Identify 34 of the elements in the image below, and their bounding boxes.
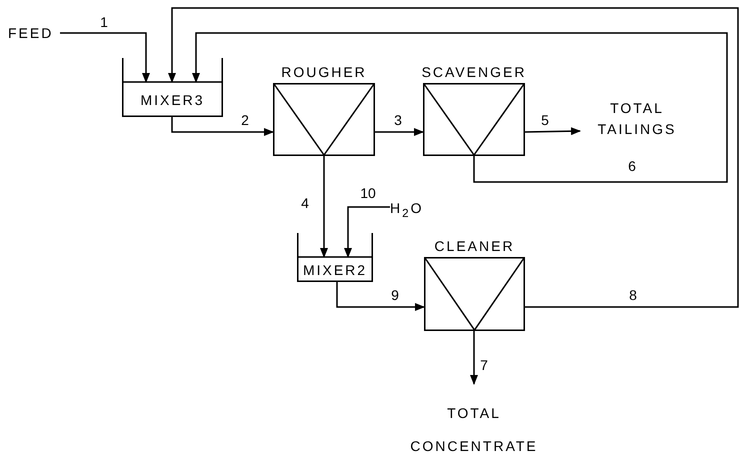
stream-number: 5 xyxy=(540,112,550,128)
flotation-cell xyxy=(273,64,375,156)
unit-label: SCAVENGER xyxy=(420,64,528,80)
mixer-tank xyxy=(297,233,373,282)
tailings-label: TOTAL TAILINGS xyxy=(580,98,694,138)
flotation-cell xyxy=(424,238,525,331)
stream-number: 6 xyxy=(627,158,637,174)
stream-number: 4 xyxy=(300,195,310,211)
unit-label: ROUGHER xyxy=(280,64,368,80)
stream-number: 3 xyxy=(393,112,403,128)
stream-number: 9 xyxy=(390,287,400,303)
flow-arrow xyxy=(375,128,424,136)
stream-number: 7 xyxy=(479,357,489,373)
flow-arrow xyxy=(470,331,478,385)
flow-arrow xyxy=(171,117,274,136)
unit-label: MIXER2 xyxy=(302,262,368,278)
stream-number: 8 xyxy=(628,287,638,303)
stream-number: 1 xyxy=(99,14,109,30)
flow-arrow xyxy=(320,156,328,258)
concentrate-label: TOTAL CONCENTRATE xyxy=(400,384,548,454)
stream-number: 10 xyxy=(359,185,377,201)
unit-label: MIXER3 xyxy=(139,92,206,108)
flotation-cell xyxy=(423,64,525,156)
flow-arrow xyxy=(60,32,150,83)
mixer-tank xyxy=(122,58,223,117)
flow-arrow xyxy=(524,127,581,136)
flow-arrow xyxy=(336,282,425,311)
unit-label: CLEANER xyxy=(433,238,516,254)
flow-arrow xyxy=(344,206,390,258)
flow-arrow xyxy=(168,7,739,308)
feed-label: FEED xyxy=(8,24,62,42)
flow-arrow xyxy=(192,32,728,183)
stream-number: 2 xyxy=(240,112,250,128)
water-label: H$_{2}$O xyxy=(390,198,440,218)
